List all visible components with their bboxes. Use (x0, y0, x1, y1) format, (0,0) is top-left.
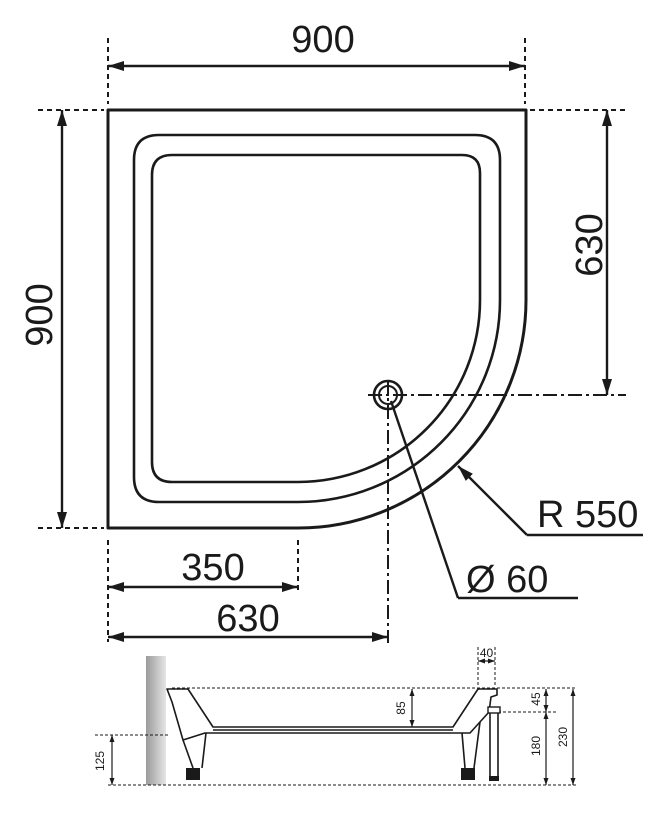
tray-shell-section (166, 688, 498, 741)
drain-diameter-label: Ø 60 (466, 559, 548, 601)
top-view: 900 900 630 350 630 R 550 Ø 60 (19, 19, 643, 643)
drain-diameter-leader-line (389, 400, 460, 599)
support-height-label: 180 (529, 736, 543, 756)
tray-rim-outer-line (132, 133, 502, 504)
rim-height-label: 45 (529, 692, 543, 706)
tray-outer-contour (106, 108, 528, 530)
apron-foot (489, 776, 499, 781)
right-support-strut (473, 721, 481, 769)
drain-from-left-dimension-label: 630 (216, 598, 279, 640)
radius-label: R 550 (537, 494, 638, 536)
wall-section (146, 656, 166, 785)
depth-dimension-label: 900 (19, 283, 61, 346)
side-view: 40 85 45 180 230 125 (93, 646, 576, 786)
straight-edge-dimension-label: 350 (181, 547, 244, 589)
right-foot (461, 768, 475, 780)
wall-clearance-label: 125 (93, 751, 107, 771)
basin-depth-label: 85 (394, 701, 408, 715)
left-foot (186, 768, 200, 780)
tray-rim-inner-line (150, 153, 482, 484)
width-dimension-label: 900 (291, 19, 354, 61)
radius-leader-line (457, 465, 528, 536)
left-support-strut (182, 739, 194, 769)
right-support-post (461, 732, 466, 769)
drain-from-top-dimension-label: 630 (569, 213, 611, 276)
apron-clip (487, 706, 501, 714)
total-height-label: 230 (556, 727, 570, 747)
rim-width-label: 40 (480, 646, 494, 660)
left-support-post (201, 732, 207, 769)
